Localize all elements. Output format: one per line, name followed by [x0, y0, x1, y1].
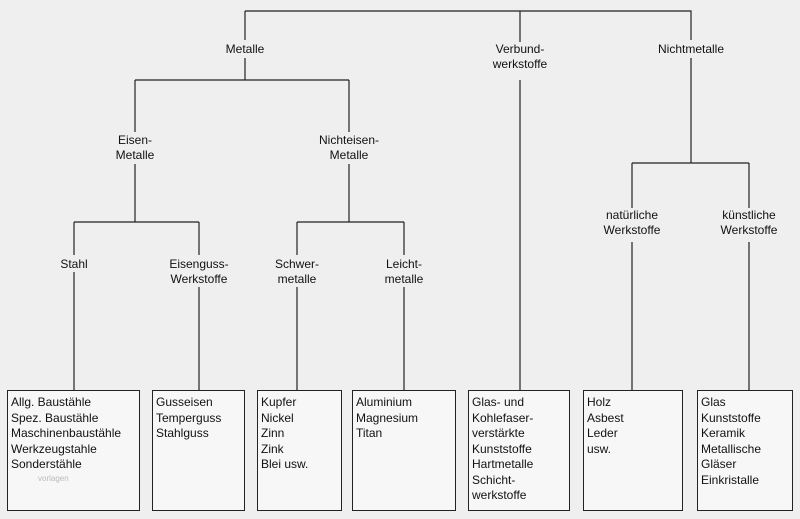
box-kuenstliche-examples: Glas Kunststoffe Keramik Metallische Glä…	[697, 390, 793, 511]
node-schwermetalle: Schwer-metalle	[272, 257, 322, 287]
box-stahl-examples: Allg. Baustähle Spez. Baustähle Maschine…	[7, 390, 140, 511]
box-eisenguss-examples: Gusseisen Temperguss Stahlguss	[152, 390, 245, 511]
box-leichtmetalle-examples: Aluminium Magnesium Titan	[352, 390, 456, 511]
node-stahl: Stahl	[58, 257, 90, 272]
box-verbundwerkstoffe-examples: Glas- und Kohlefaser- verstärkte Kunstst…	[468, 390, 570, 511]
node-leichtmetalle: Leicht-metalle	[382, 257, 426, 287]
node-eisen-metalle: Eisen-Metalle	[113, 133, 157, 163]
node-metalle: Metalle	[223, 42, 267, 57]
box-schwermetalle-examples: Kupfer Nickel Zinn Zink Blei usw.	[257, 390, 342, 511]
node-nichtmetalle: Nichtmetalle	[655, 42, 727, 57]
node-verbundwerkstoffe: Verbund-werkstoffe	[490, 42, 550, 72]
node-nichteisen-metalle: Nichteisen-Metalle	[316, 133, 382, 163]
watermark: vorlagen	[38, 474, 69, 483]
node-eisenguss-werkstoffe: Eisenguss-Werkstoffe	[167, 257, 231, 287]
box-natuerliche-examples: Holz Asbest Leder usw.	[583, 390, 683, 511]
